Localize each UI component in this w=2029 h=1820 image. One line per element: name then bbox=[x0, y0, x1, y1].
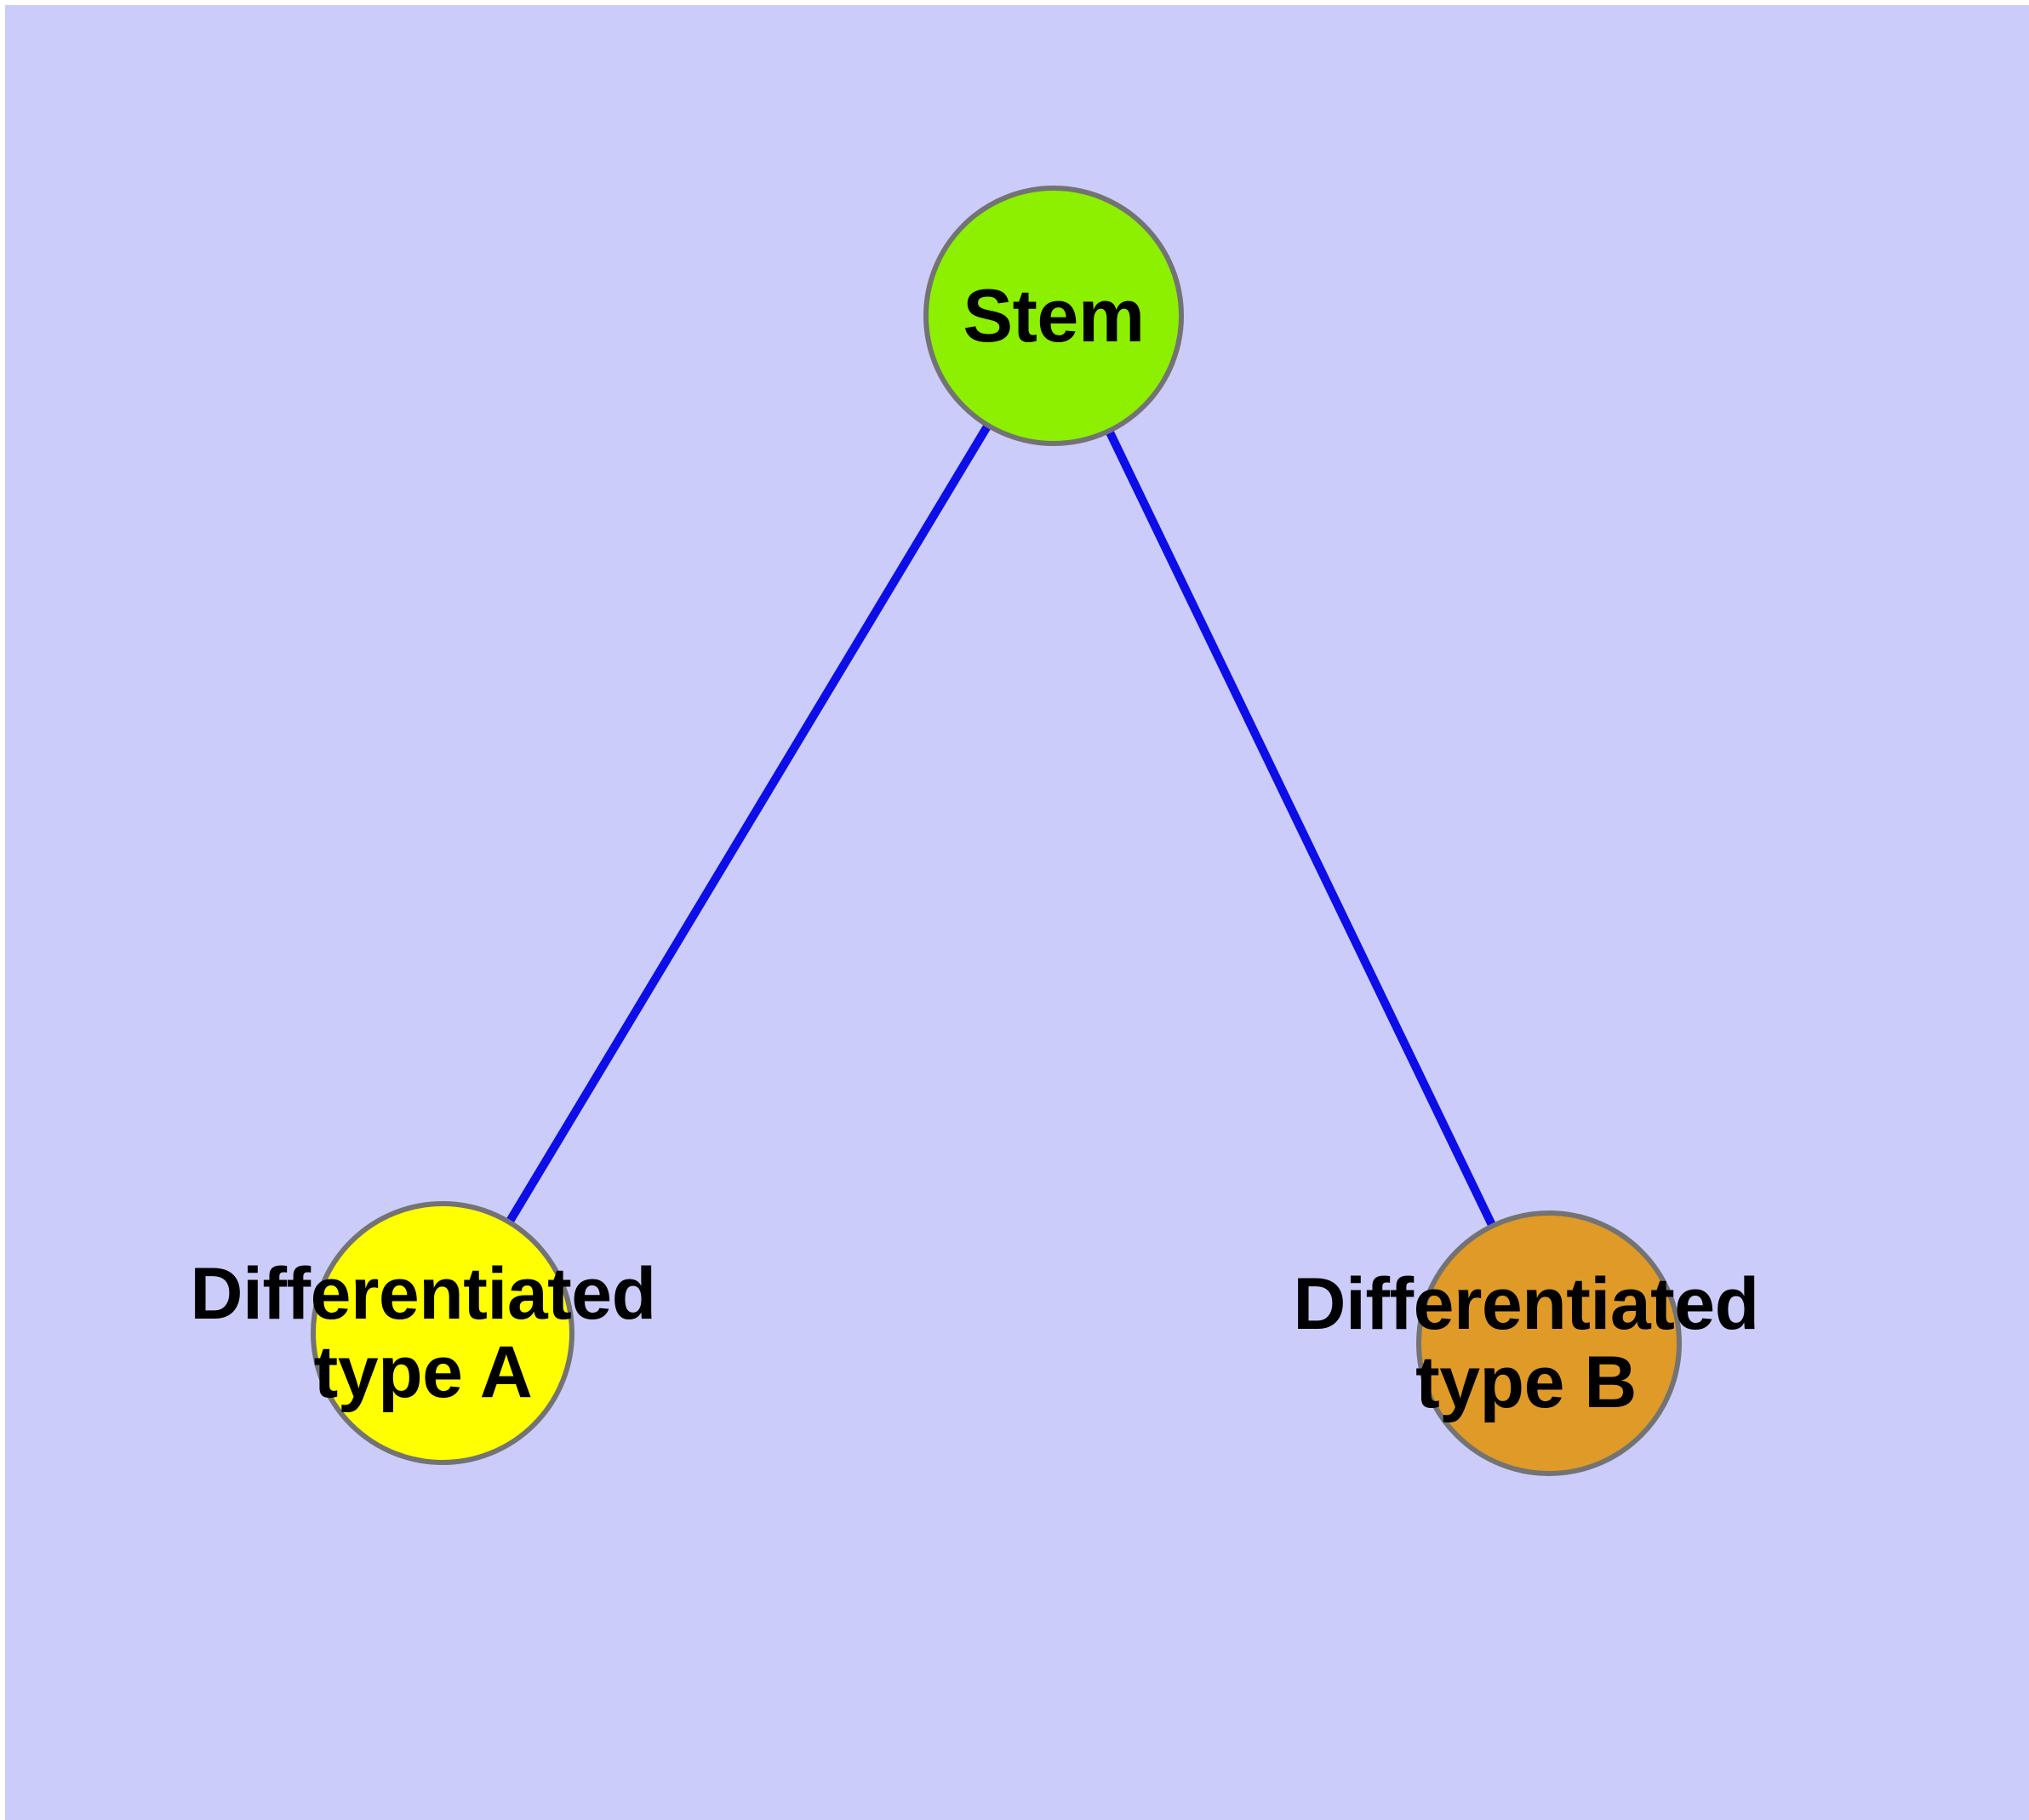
graph-edge-stem-to-diff-b bbox=[1106, 430, 1496, 1227]
graph-edge-stem-to-diff-a bbox=[506, 424, 992, 1223]
edges-layer bbox=[506, 424, 1496, 1227]
graph-node-diff-b[interactable] bbox=[1416, 1210, 1682, 1476]
graph-node-diff-a[interactable] bbox=[311, 1201, 574, 1465]
graph-node-stem[interactable] bbox=[923, 186, 1184, 446]
nodes-layer bbox=[311, 186, 1682, 1476]
